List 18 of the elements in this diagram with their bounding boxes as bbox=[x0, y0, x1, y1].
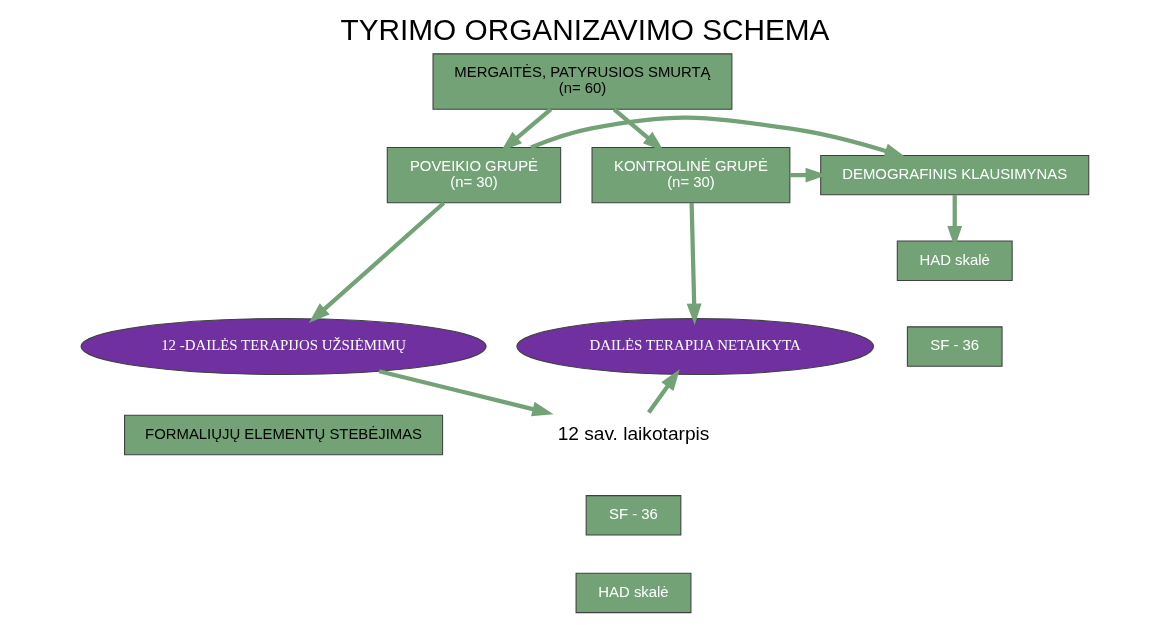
node-box: KONTROLINĖ GRUPĖ (n= 30) bbox=[591, 146, 790, 204]
node-box: SF - 36 bbox=[585, 495, 681, 536]
node-text: 12 sav. laikotarpis bbox=[557, 422, 709, 444]
arrow bbox=[308, 201, 445, 324]
node-box: MERGAITĖS, PATYRUSIOS SMURTĄ (n= 60) bbox=[432, 53, 732, 110]
node-ellipse: 12 -DAILĖS TERAPIJOS UŽSIĖMIMŲ bbox=[80, 318, 487, 376]
diagram-title: TYRIMO ORGANIZAVIMO SCHEMA bbox=[340, 13, 829, 47]
arrow bbox=[646, 369, 680, 414]
node-box: SF - 36 bbox=[906, 326, 1003, 367]
node-ellipse: DAILĖS TERAPIJA NETAIKYTA bbox=[515, 318, 874, 376]
node-box: POVEIKIO GRUPĖ (n= 30) bbox=[386, 146, 561, 204]
node-box: HAD skalė bbox=[896, 240, 1013, 281]
arrow bbox=[686, 202, 702, 325]
arrow bbox=[529, 115, 906, 159]
arrow bbox=[378, 369, 554, 417]
node-box: DEMOGRAFINIS KLAUSIMYNAS bbox=[819, 154, 1089, 196]
node-box: FORMALIŲJŲ ELEMENTŲ STEBĖJIMAS bbox=[123, 414, 443, 456]
node-box: HAD skalė bbox=[575, 572, 691, 614]
